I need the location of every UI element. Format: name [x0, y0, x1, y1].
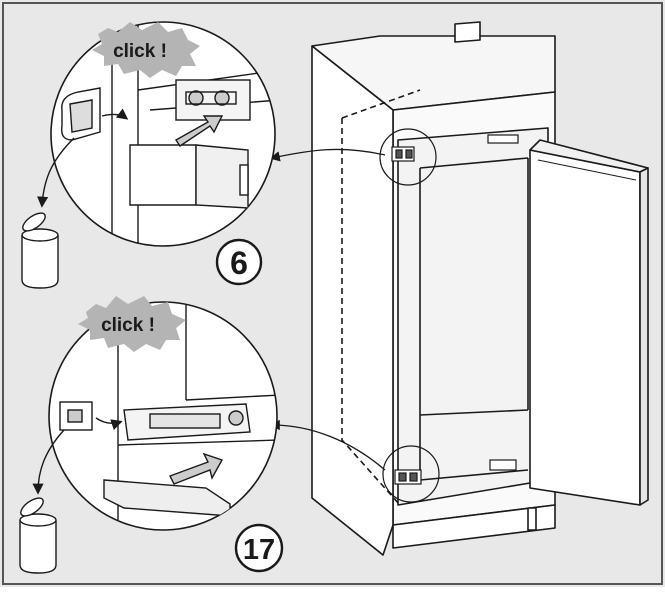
top-discard-arrow — [37, 137, 75, 208]
bottom-discard-arrow — [32, 429, 65, 495]
bottom-hinge-highlight — [382, 445, 440, 503]
trash-bin-icon — [19, 497, 57, 574]
step-6-number: 6 — [230, 245, 248, 281]
bottom-click-label: click ! — [101, 315, 155, 336]
step-17-badge — [234, 523, 284, 573]
top-detail-circle — [50, 21, 276, 247]
appliance-door — [529, 139, 649, 506]
bottom-leader-arrow — [269, 419, 386, 471]
upper-hinge — [391, 134, 519, 162]
step-17-number: 17 — [243, 534, 275, 566]
cabinet — [311, 21, 556, 556]
trash-bin-icon — [21, 212, 59, 289]
diagram-frame — [2, 2, 663, 585]
bottom-click-burst — [78, 296, 186, 352]
top-leader-arrow — [269, 148, 386, 162]
top-hinge-highlight — [379, 128, 437, 186]
top-click-label: click ! — [113, 41, 167, 62]
bottom-detail-circle — [48, 296, 278, 531]
lower-hinge — [394, 459, 517, 485]
top-click-burst — [92, 22, 200, 78]
step-6-badge — [215, 238, 263, 286]
